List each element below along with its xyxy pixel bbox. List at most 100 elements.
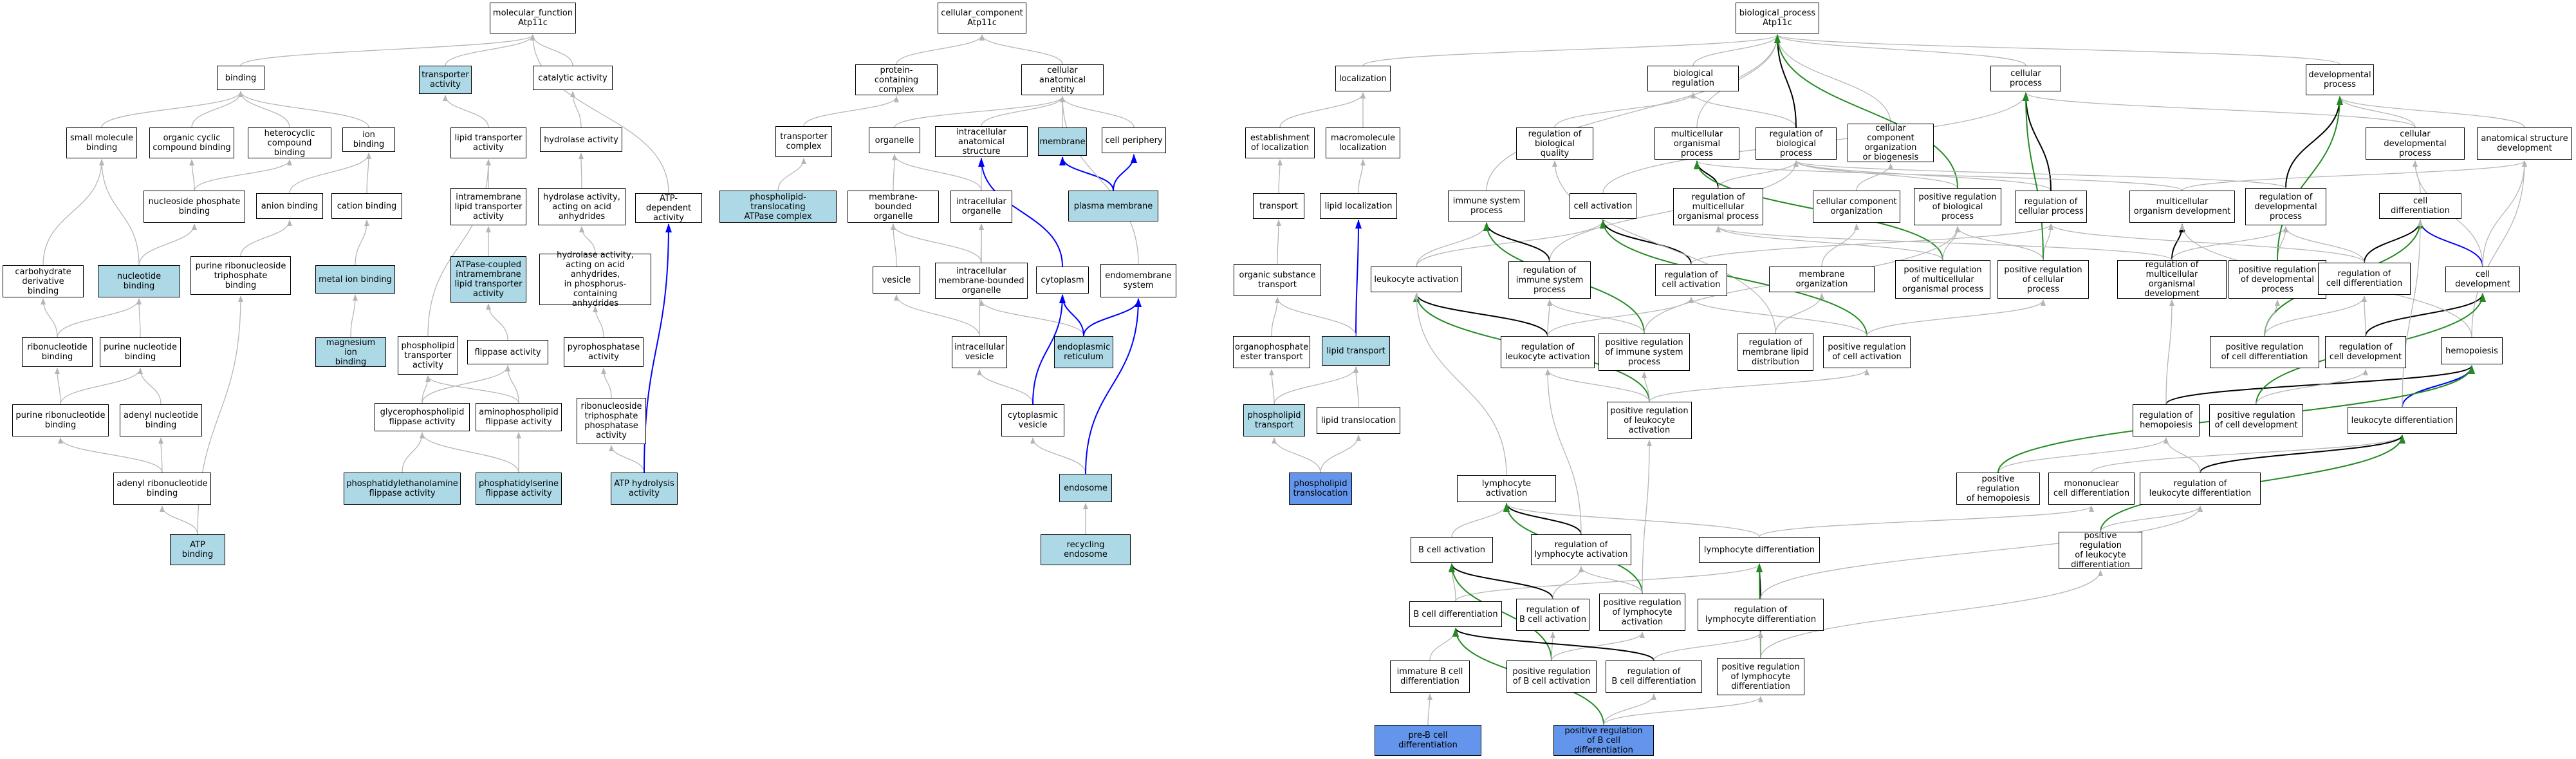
node-mononuclear-cell-differentiation[interactable]: mononuclear cell differentiation [2048,473,2135,505]
node-organelle[interactable]: organelle [869,127,920,153]
node-glycerophospholipid-flippase-activity[interactable]: glycerophospholipid flippase activity [375,403,470,431]
node-positive-regulation-of-lymphocyte-differentiation[interactable]: positive regulation of lymphocyte differ… [1717,658,1804,695]
node-hydrolase-acid-anhydrides[interactable]: hydrolase activity, acting on acid anhyd… [538,188,625,225]
node-positive-regulation-of-cell-differentiation[interactable]: positive regulation of cell differentiat… [2210,336,2319,368]
node-positive-regulation-of-lymphocyte-activation[interactable]: positive regulation of lymphocyte activa… [1599,594,1685,631]
node-regulation-of-membrane-lipid-distribution[interactable]: regulation of membrane lipid distributio… [1737,333,1813,371]
node-macromolecule-localization[interactable]: macromolecule localization [1326,127,1400,158]
node-atpase-coupled-intramembrane-lipid-transporter-activity[interactable]: ATPase-coupled intramembrane lipid trans… [450,256,526,303]
node-biological-regulation[interactable]: biological regulation [1647,66,1739,91]
node-positive-regulation-of-immune-system-process[interactable]: positive regulation of immune system pro… [1598,333,1690,371]
node-cytoplasmic-vesicle[interactable]: cytoplasmic vesicle [1001,404,1064,436]
node-regulation-of-leukocyte-activation[interactable]: regulation of leukocyte activation [1501,336,1595,368]
node-lipid-localization[interactable]: lipid localization [1320,193,1397,219]
node-anion-binding[interactable]: anion binding [256,193,323,219]
node-adenyl-ribonucleotide-binding[interactable]: adenyl ribonucleotide binding [113,473,211,505]
node-lymphocyte-activation[interactable]: lymphocyte activation [1457,475,1556,502]
node-regulation-of-lymphocyte-differentiation[interactable]: regulation of lymphocyte differentiation [1698,599,1824,631]
node-mf-root[interactable]: molecular_function Atp11c [490,3,576,33]
node-cellular-developmental-process[interactable]: cellular developmental process [2366,127,2465,160]
node-cellular-anatomical-entity[interactable]: cellular anatomical entity [1021,64,1104,95]
node-anatomical-structure-development[interactable]: anatomical structure development [2477,127,2572,160]
node-positive-regulation-of-biological-process[interactable]: positive regulation of biological proces… [1914,188,2001,225]
node-phospholipid-transport[interactable]: phospholipid transport [1243,404,1305,436]
node-ribonucleotide-binding[interactable]: ribonucleotide binding [22,337,93,367]
node-phosphatidylethanolamine-flippase-activity[interactable]: phosphatidylethanolamine flippase activi… [344,473,461,505]
node-regulation-of-hemopoiesis[interactable]: regulation of hemopoiesis [2133,404,2200,436]
node-regulation-of-biological-process[interactable]: regulation of biological process [1756,127,1837,160]
node-endomembrane-system[interactable]: endomembrane system [1100,264,1176,297]
node-intracellular-membrane-bounded-organelle[interactable]: intracellular membrane-bounded organelle [935,263,1028,299]
node-endosome[interactable]: endosome [1059,474,1112,502]
node-purine-ribonucleotide-binding[interactable]: purine ribonucleotide binding [12,404,109,436]
node-transporter-complex[interactable]: transporter complex [775,126,832,157]
node-positive-regulation-of-developmental-process[interactable]: positive regulation of developmental pro… [2229,260,2326,299]
node-phospholipid-transporter-activity[interactable]: phospholipid transporter activity [398,336,458,375]
node-atp-hydrolysis-activity[interactable]: ATP hydrolysis activity [611,473,678,505]
node-hydrolase-activity[interactable]: hydrolase activity [540,127,622,152]
node-positive-regulation-of-b-cell-differentiation[interactable]: positive regulation of B cell differenti… [1553,725,1654,756]
node-atp-dependent-activity[interactable]: ATP-dependent activity [635,193,702,223]
node-regulation-of-b-cell-activation[interactable]: regulation of B cell activation [1516,599,1589,631]
node-organophosphate-ester-transport[interactable]: organophosphate ester transport [1233,336,1310,368]
node-regulation-of-cell-development[interactable]: regulation of cell development [2325,336,2406,368]
node-regulation-of-multicellular-organismal-process[interactable]: regulation of multicellular organismal p… [1673,188,1763,225]
node-ribonucleoside-triphosphate-phosphatase-activity[interactable]: ribonucleoside triphosphate phosphatase … [577,398,646,444]
node-regulation-of-lymphocyte-activation[interactable]: regulation of lymphocyte activation [1531,534,1631,565]
node-organic-cyclic-compound-binding[interactable]: organic cyclic compound binding [149,127,234,158]
node-regulation-of-biological-quality[interactable]: regulation of biological quality [1516,127,1593,160]
node-regulation-of-cellular-process[interactable]: regulation of cellular process [2015,191,2087,223]
node-nucleotide-binding[interactable]: nucleotide binding [98,265,180,297]
node-membrane[interactable]: membrane [1038,127,1087,156]
node-lipid-transport[interactable]: lipid transport [1322,336,1390,366]
node-immune-system-process[interactable]: immune system process [1448,191,1525,221]
node-cell-differentiation[interactable]: cell differentiation [2379,193,2461,219]
node-membrane-organization[interactable]: membrane organization [1769,267,1875,292]
node-regulation-of-multicellular-organismal-development[interactable]: regulation of multicellular organismal d… [2117,260,2227,299]
node-lymphocyte-differentiation[interactable]: lymphocyte differentiation [1699,537,1820,563]
node-hemopoiesis[interactable]: hemopoiesis [2441,337,2503,364]
node-small-molecule-binding[interactable]: small molecule binding [66,127,137,158]
node-phospholipid-translocation[interactable]: phospholipid translocation [1289,473,1352,505]
node-intramembrane-lipid-transporter-activity[interactable]: intramembrane lipid transporter activity [450,188,526,225]
node-hydrolase-phosphorus-anhydrides[interactable]: hydrolase activity, acting on acid anhyd… [539,250,651,308]
node-transport[interactable]: transport [1253,193,1304,219]
node-b-cell-differentiation[interactable]: B cell differentiation [1409,601,1502,627]
node-nucleoside-phosphate-binding[interactable]: nucleoside phosphate binding [144,191,245,223]
node-multicellular-organism-development[interactable]: multicellular organism development [2129,191,2235,223]
node-intracellular-anatomical-structure[interactable]: intracellular anatomical structure [935,126,1028,157]
node-positive-regulation-of-multicellular-organismal-process[interactable]: positive regulation of multicellular org… [1895,260,1990,299]
node-carbohydrate-derivative-binding[interactable]: carbohydrate derivative binding [3,265,84,297]
node-cell-activation[interactable]: cell activation [1570,193,1636,219]
node-pyrophosphatase-activity[interactable]: pyrophosphatase activity [564,337,644,367]
node-intracellular-organelle[interactable]: intracellular organelle [950,191,1012,223]
node-organic-substance-transport[interactable]: organic substance transport [1234,264,1321,296]
node-lipid-translocation[interactable]: lipid translocation [1317,407,1400,434]
node-magnesium-ion-binding[interactable]: magnesium ion binding [315,337,386,367]
node-cc-root[interactable]: cellular_component Atp11c [938,3,1026,33]
node-catalytic-activity[interactable]: catalytic activity [533,66,613,90]
node-cell-development[interactable]: cell development [2445,267,2520,292]
node-leukocyte-activation[interactable]: leukocyte activation [1371,267,1462,292]
node-positive-regulation-of-cellular-process[interactable]: positive regulation of cellular process [1997,260,2089,299]
node-regulation-of-cell-differentiation[interactable]: regulation of cell differentiation [2318,263,2411,295]
node-b-cell-activation[interactable]: B cell activation [1411,537,1493,563]
node-pre-b-cell-differentiation[interactable]: pre-B cell differentiation [1375,725,1481,756]
node-multicellular-organismal-process[interactable]: multicellular organismal process [1654,127,1739,160]
node-purine-nucleotide-binding[interactable]: purine nucleotide binding [100,337,181,367]
node-positive-regulation-of-cell-activation[interactable]: positive regulation of cell activation [1823,336,1911,368]
node-purine-ribonucleoside-triphosphate-binding[interactable]: purine ribonucleoside triphosphate bindi… [190,256,291,295]
node-regulation-of-cell-activation[interactable]: regulation of cell activation [1655,264,1727,296]
node-establishment-of-localization[interactable]: establishment of localization [1245,127,1315,158]
node-binding[interactable]: binding [217,66,264,90]
node-regulation-of-leukocyte-differentiation[interactable]: regulation of leukocyte differentiation [2140,473,2261,505]
node-bp-root[interactable]: biological_process Atp11c [1736,3,1819,33]
node-plasma-membrane[interactable]: plasma membrane [1068,191,1158,221]
node-cation-binding[interactable]: cation binding [331,193,402,219]
node-atp-binding[interactable]: ATP binding [170,534,225,565]
node-leukocyte-differentiation[interactable]: leukocyte differentiation [2348,407,2457,434]
node-regulation-of-developmental-process[interactable]: regulation of developmental process [2245,188,2326,225]
node-phospholipid-translocating-atpase-complex[interactable]: phospholipid-translocating ATPase comple… [719,191,837,223]
node-regulation-of-b-cell-differentiation[interactable]: regulation of B cell differentiation [1606,661,1702,693]
node-heterocyclic-compound-binding[interactable]: heterocyclic compound binding [248,127,331,158]
